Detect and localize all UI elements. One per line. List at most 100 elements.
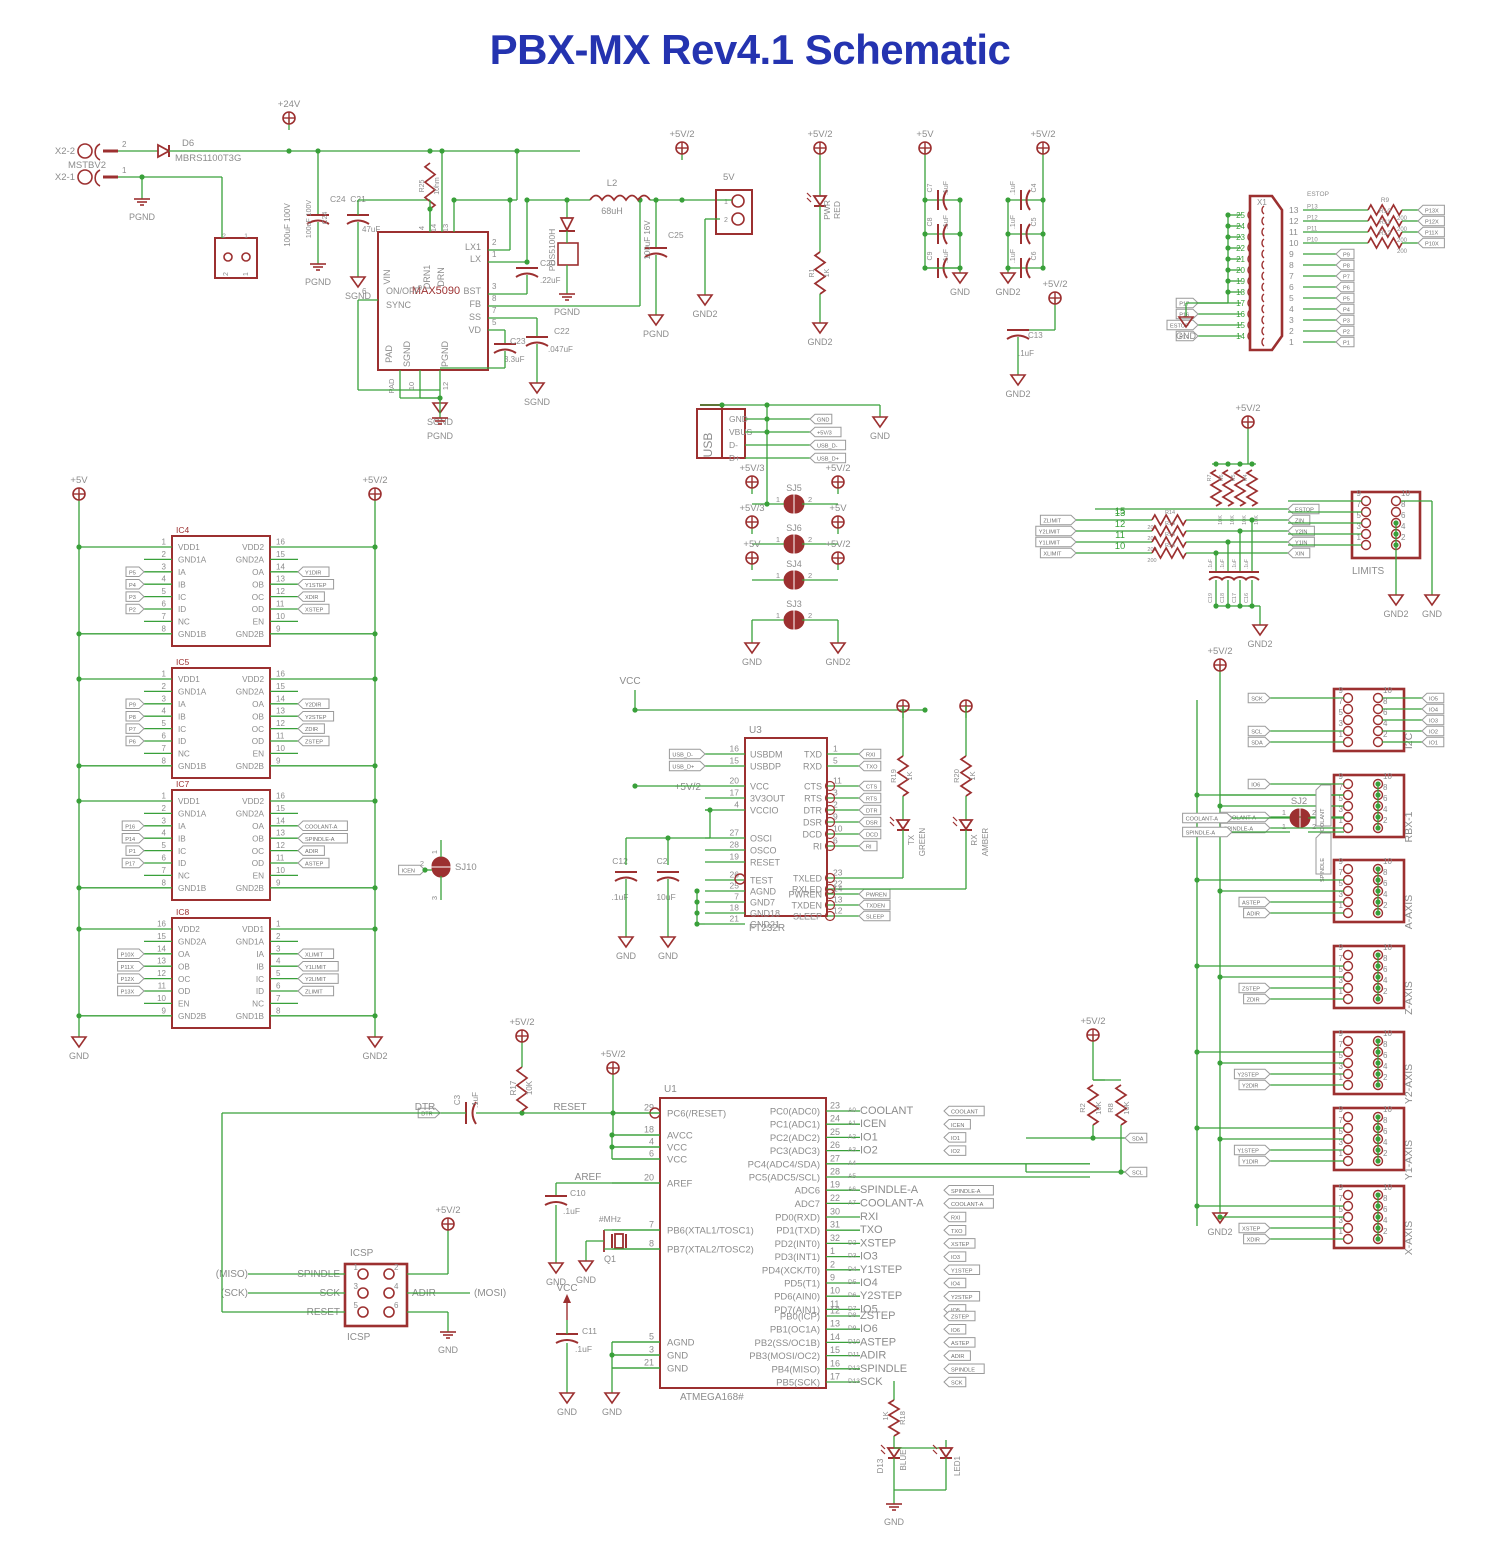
solder-jumper-SJ3[interactable] bbox=[783, 610, 794, 630]
solder-jumper-SJ6[interactable] bbox=[783, 534, 794, 554]
supply-label: +5V/2 bbox=[509, 1017, 534, 1028]
solder-jumper-half[interactable] bbox=[431, 867, 451, 878]
net-flag-label: Y1DIR bbox=[1242, 1160, 1258, 1166]
junction bbox=[1217, 888, 1223, 894]
pin-alt-name: D8 bbox=[848, 1312, 857, 1319]
pin-name: PB2(SS/OC1B) bbox=[755, 1338, 820, 1349]
net-flag-label: SPINDLE-A bbox=[1224, 827, 1254, 833]
solder-jumper-half[interactable] bbox=[794, 494, 805, 514]
pin-number: 6 bbox=[1383, 879, 1388, 888]
net-flag-label-coolant: COOLANT bbox=[1320, 808, 1326, 836]
diode-body bbox=[557, 242, 579, 266]
cap-value: .1uF bbox=[1208, 559, 1214, 569]
net-flag-axis-ASTEP bbox=[1238, 896, 1271, 908]
cap-plate bbox=[525, 341, 549, 347]
estop-label: ESTOP bbox=[1307, 191, 1329, 198]
solder-jumper-half[interactable] bbox=[794, 534, 805, 554]
db25-pin-number: 1 bbox=[1289, 337, 1294, 347]
net-flag-P5 bbox=[1335, 292, 1355, 304]
ground-triangle bbox=[647, 314, 665, 327]
net-flag-label: XSTEP bbox=[1242, 1227, 1261, 1233]
net-flag-P7 bbox=[125, 723, 145, 734]
pin-name: VDD2 bbox=[178, 925, 200, 934]
db25-pin-number: 13 bbox=[1289, 205, 1299, 215]
solder-jumper-SJ5[interactable] bbox=[783, 494, 794, 514]
net-flag-mcu-COOLANT bbox=[943, 1105, 985, 1117]
junction bbox=[1225, 461, 1231, 467]
led-pwr bbox=[812, 195, 828, 207]
pin-number: 5 bbox=[1339, 1205, 1344, 1214]
net-flag-ESTOP bbox=[1166, 319, 1199, 331]
pin-name: GND2B bbox=[178, 1012, 207, 1021]
net-flag-mcu-IO1 bbox=[943, 1132, 967, 1143]
pin-number: 6 bbox=[394, 1301, 399, 1310]
pin-name: VDD2 bbox=[242, 543, 264, 552]
pin-name: OB bbox=[178, 962, 190, 971]
solder-jumper-half[interactable] bbox=[794, 610, 805, 630]
pin-name: OD bbox=[252, 605, 264, 614]
pin-name: AGND bbox=[667, 1338, 695, 1349]
pin-number: 26 bbox=[730, 870, 740, 880]
net-flag-P7 bbox=[1335, 270, 1355, 282]
connector-pin bbox=[1342, 1079, 1354, 1091]
pin-number: 9 bbox=[276, 878, 281, 887]
pin-name: IC bbox=[178, 847, 186, 856]
net-flag-axis-ADIR bbox=[1243, 907, 1271, 919]
solder-jumper-half[interactable] bbox=[794, 570, 805, 590]
pin-number: 15 bbox=[276, 682, 285, 691]
solder-jumper-ref: SJ4 bbox=[786, 559, 802, 569]
connector-label-5v: 5V bbox=[723, 172, 735, 183]
cap-plate bbox=[656, 876, 680, 882]
connector-body-Y1-AXIS bbox=[1332, 1106, 1406, 1172]
pin-alt-name: A7 bbox=[848, 1199, 856, 1206]
net-flag-ZSTEP bbox=[297, 735, 330, 747]
pin-name: PWREN bbox=[789, 890, 823, 900]
pin-name: OC bbox=[178, 975, 190, 984]
net-flag-COOLANT-A bbox=[297, 820, 348, 832]
net-flag-ft-DCD bbox=[858, 828, 882, 840]
pin-number: 2 bbox=[122, 140, 127, 149]
net-flag-label: SDA bbox=[1132, 1137, 1144, 1143]
ground-triangle bbox=[1211, 1212, 1229, 1225]
junction bbox=[922, 707, 928, 713]
solder-jumper-half[interactable] bbox=[1300, 808, 1311, 828]
cap-ref-c23: C23 bbox=[510, 336, 526, 346]
net-flag-ft-PWREN bbox=[858, 888, 891, 900]
cap-value: 100uF 100V bbox=[306, 200, 313, 238]
cap-value-c3: .1uF bbox=[471, 1092, 480, 1108]
solder-jumper-sj10[interactable] bbox=[431, 856, 451, 867]
pin-number: 8 bbox=[1383, 783, 1388, 792]
ground-label: GND bbox=[870, 431, 891, 441]
pin-number: 5 bbox=[1339, 708, 1344, 717]
pin-socket bbox=[824, 872, 836, 884]
pin-socket bbox=[824, 828, 836, 840]
inductor-l2 bbox=[589, 194, 651, 202]
connector-body-5v bbox=[715, 189, 753, 235]
pin-number: 32 bbox=[830, 1233, 840, 1243]
pin-number: 5 bbox=[833, 756, 838, 766]
supply-label: +5V/2 bbox=[1235, 403, 1260, 414]
net-flag-label: ZLIMIT bbox=[305, 990, 323, 996]
pin-number: 10 bbox=[1383, 857, 1392, 866]
pin-name: VD bbox=[468, 325, 481, 335]
supply-label: +5V/2 bbox=[807, 129, 832, 140]
connector-pin bbox=[1342, 822, 1354, 834]
solder-jumper-sj2[interactable] bbox=[1289, 808, 1300, 828]
pin-number: 4 bbox=[1383, 805, 1388, 814]
pin-alt-name: D13 bbox=[848, 1378, 860, 1385]
pin-alt-name: D3 bbox=[848, 1253, 857, 1260]
connector-ref-db25: X1 bbox=[1257, 198, 1267, 207]
connector-body-2pin bbox=[214, 237, 258, 279]
solder-jumper-SJ4[interactable] bbox=[783, 570, 794, 590]
pin-number: 4 bbox=[1383, 1062, 1388, 1071]
pin-name: PD6(AIN0) bbox=[774, 1292, 820, 1303]
net-flag-label: SDA bbox=[1251, 741, 1263, 747]
net-flag-mcu-XSTEP bbox=[943, 1238, 976, 1249]
pin-name: DTR bbox=[804, 806, 823, 816]
net-flag-label: ADIR bbox=[951, 1354, 964, 1360]
page-title: PBX-MX Rev4.1 Schematic bbox=[489, 26, 1011, 73]
ic-ref-IC7: IC7 bbox=[176, 779, 190, 789]
connector-pin bbox=[1342, 692, 1354, 704]
pin-number: 13 bbox=[157, 957, 166, 966]
